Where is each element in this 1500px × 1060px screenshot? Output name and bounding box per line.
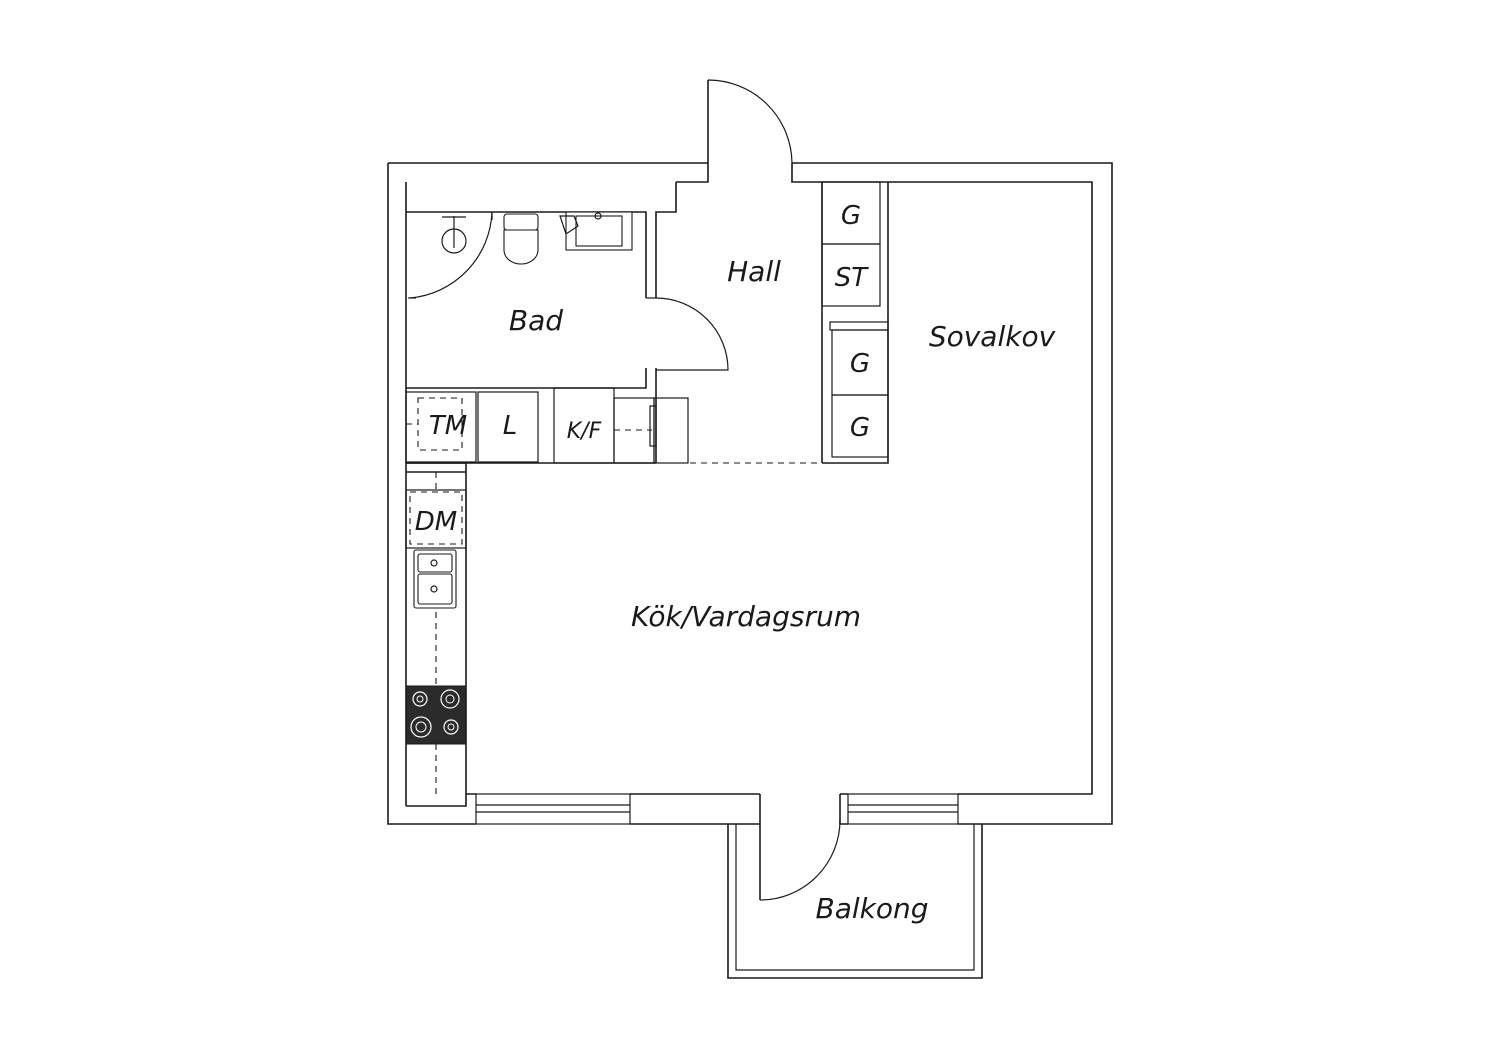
balcony-door[interactable]: [759, 794, 841, 901]
dishwasher: DM: [405, 489, 467, 549]
tm-label: TM: [429, 411, 467, 441]
shower-icon: [408, 211, 493, 299]
toilet-icon: [503, 213, 539, 265]
entrance-door[interactable]: [707, 79, 822, 183]
room-label-hall: Hall: [727, 255, 781, 288]
bathroom-door[interactable]: [646, 297, 729, 371]
room-label-bad: Bad: [509, 304, 563, 337]
dm-label: DM: [415, 507, 457, 537]
room-label-kok-vardagsrum: Kök/Vardagsrum: [631, 600, 861, 633]
stove-icon: [405, 685, 467, 745]
room-label-balkong: Balkong: [815, 892, 928, 925]
g-label-2: G: [850, 349, 870, 379]
linen-cabinet: L: [477, 391, 539, 463]
kf-label: K/F: [567, 419, 602, 444]
hall-wardrobe: G: [821, 181, 881, 245]
room-label-sovalkov: Sovalkov: [929, 320, 1056, 353]
window-icon: [847, 793, 959, 825]
balcony: [727, 824, 983, 979]
door-swing-icon: [707, 79, 793, 164]
kitchen-sink-icon: [413, 549, 457, 609]
l-label: L: [503, 411, 518, 441]
door-swing-icon: [759, 819, 841, 901]
window-icon: [475, 793, 631, 825]
g-label-3: G: [850, 413, 870, 443]
washing-machine: TM: [405, 391, 477, 463]
g-label-1: G: [841, 201, 861, 231]
washbasin-icon: [559, 211, 633, 251]
alcove-wardrobe-1: G: [829, 321, 889, 396]
hall-storage: ST: [821, 243, 881, 307]
door-swing-icon: [655, 297, 729, 371]
kitchen-counter: [406, 462, 467, 794]
st-label: ST: [835, 263, 870, 293]
fridge-freezer: K/F: [553, 387, 689, 464]
alcove-wardrobe-2: G: [831, 394, 889, 458]
